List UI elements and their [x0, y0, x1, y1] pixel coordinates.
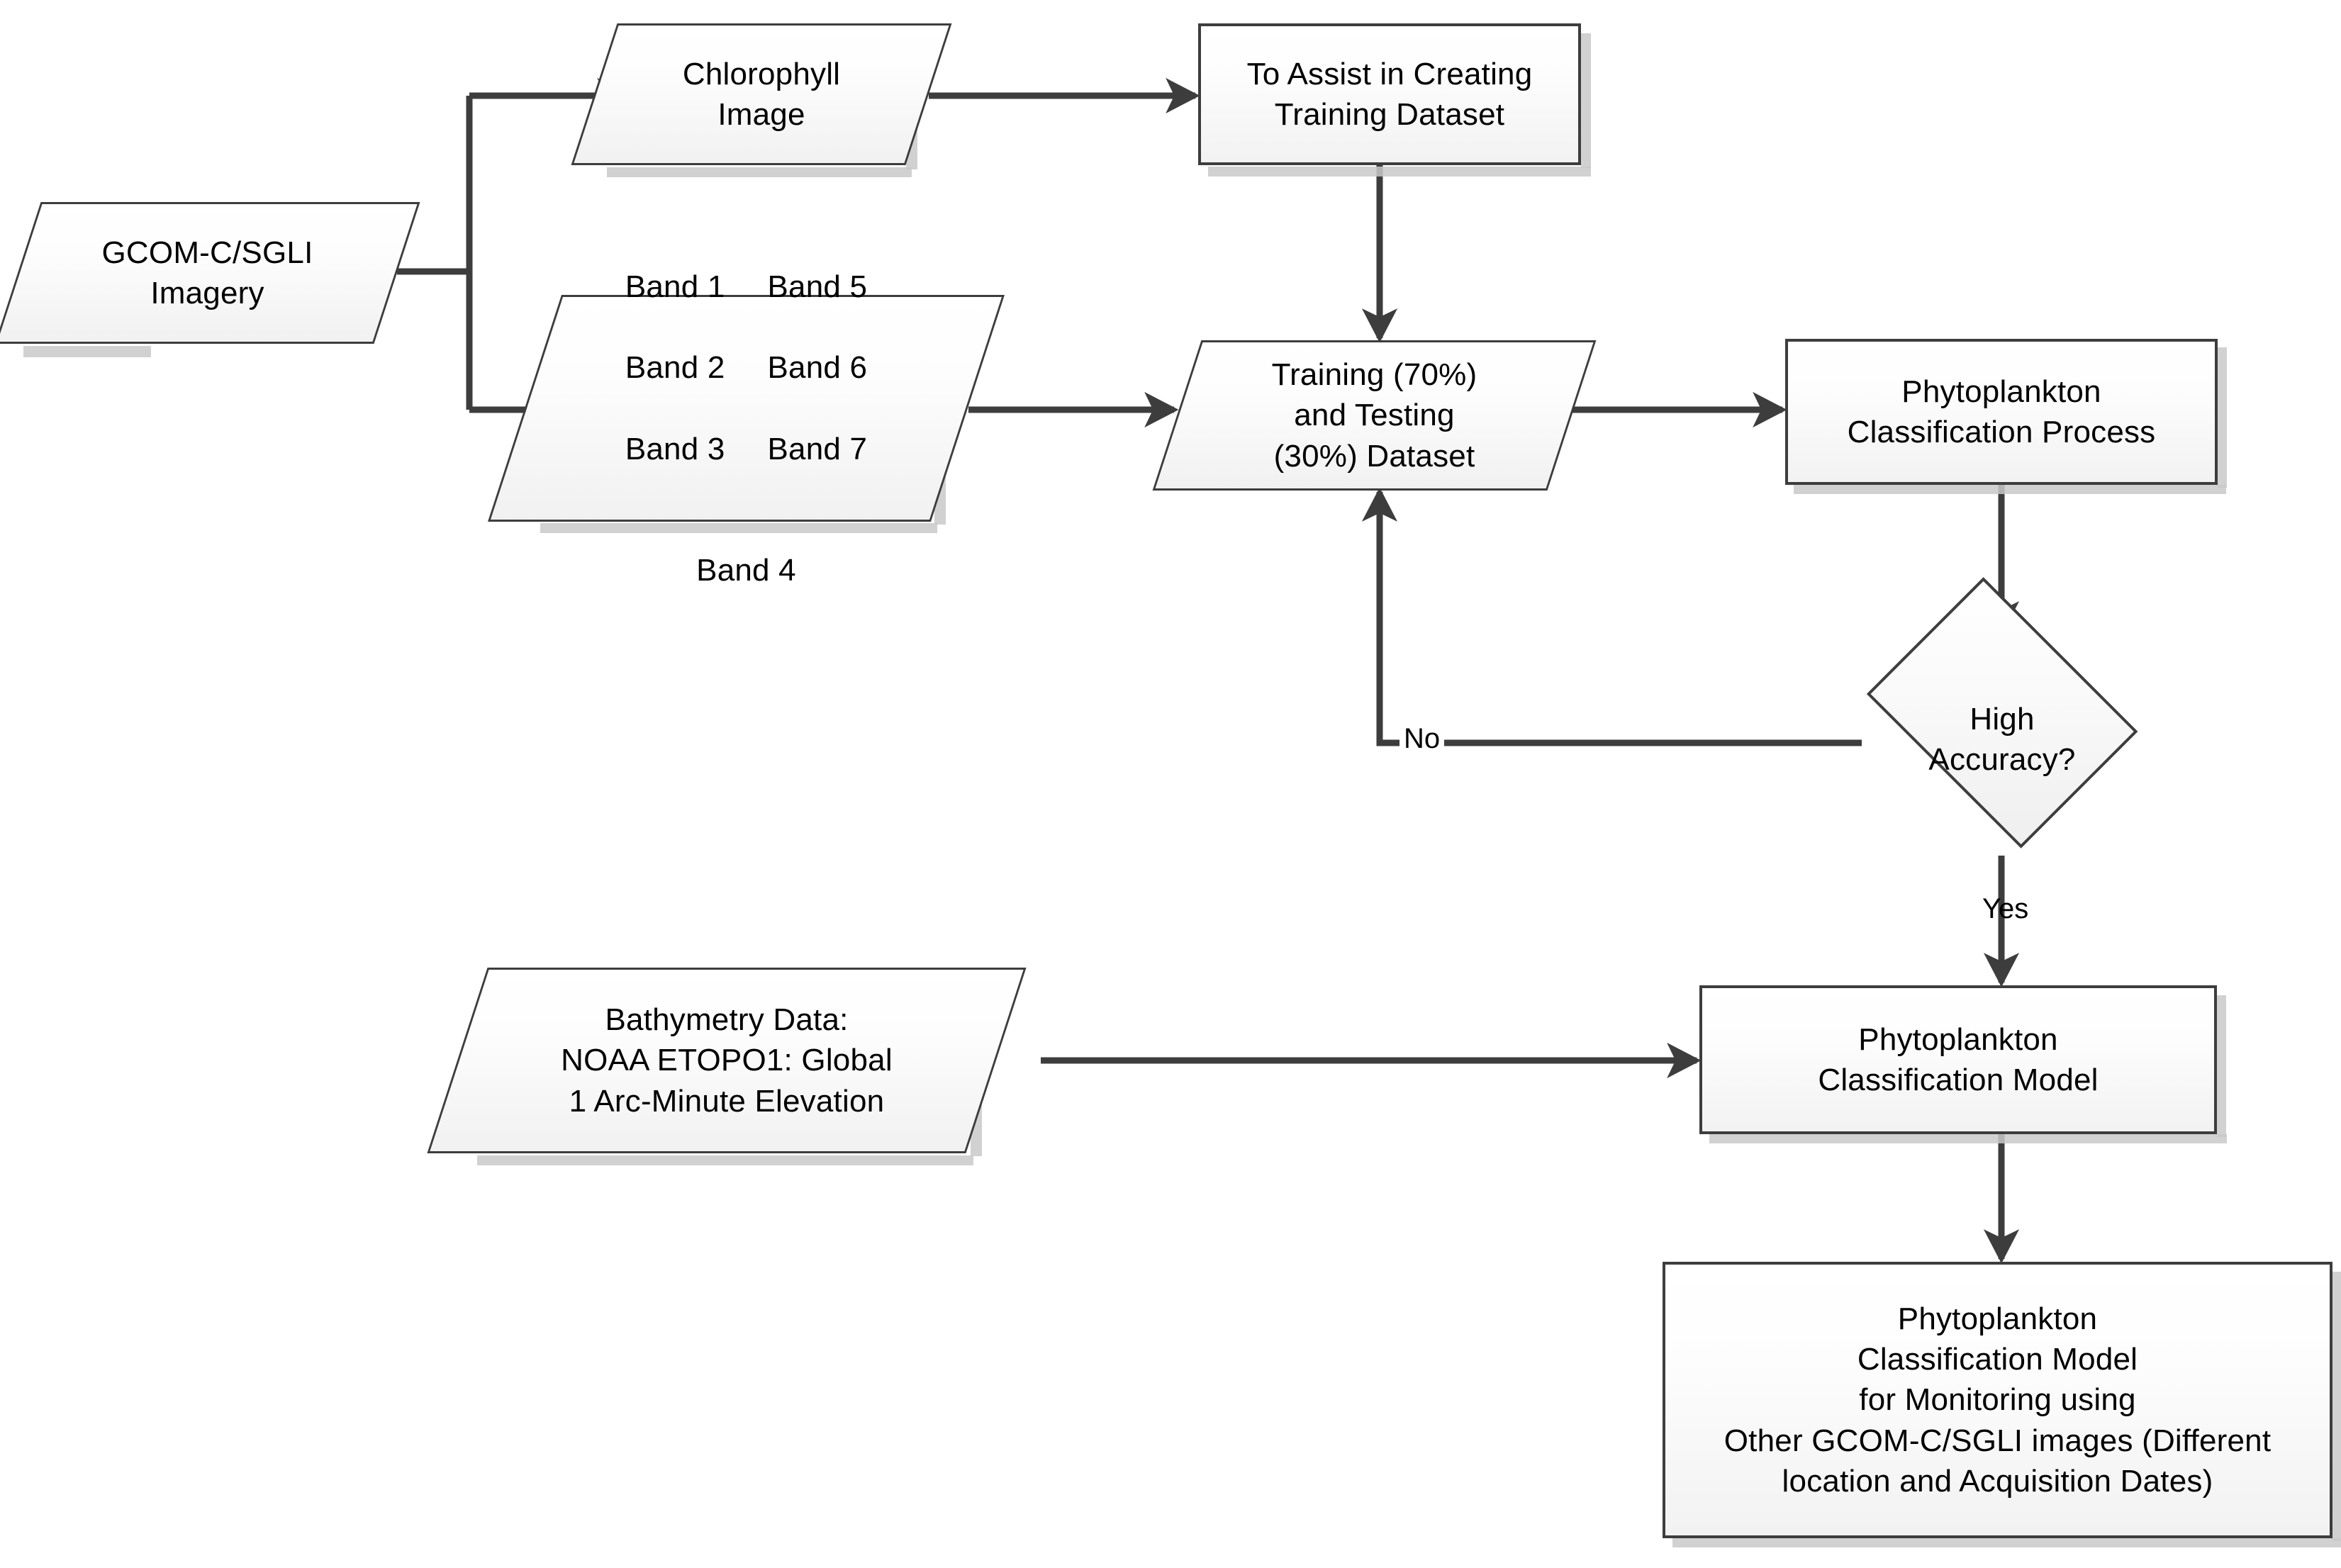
node-assist-training[interactable]: To Assist in Creating Training Dataset: [1198, 23, 1591, 177]
node-high-accuracy[interactable]: High Accuracy?: [1848, 577, 2157, 856]
node-monitoring-model[interactable]: Phytoplankton Classification Model for M…: [1663, 1262, 2341, 1547]
node-bathymetry[interactable]: Bathymetry Data: NOAA ETOPO1: Global 1 A…: [427, 968, 1027, 1165]
band-item: Band 6: [767, 350, 868, 386]
node-classification-model-label: Phytoplankton Classification Model: [1818, 1021, 2099, 1097]
node-classification-model[interactable]: Phytoplankton Classification Model: [1699, 985, 2227, 1143]
node-chlorophyll-image[interactable]: Chlorophyll Image: [571, 23, 952, 177]
band-item-last: Band 4: [696, 553, 796, 588]
edge-label-no: No: [1399, 723, 1445, 755]
node-high-accuracy-label: High Accuracy?: [1928, 701, 2076, 777]
band-item: Band 5: [767, 269, 868, 304]
node-bathymetry-label: Bathymetry Data: NOAA ETOPO1: Global 1 A…: [561, 1002, 893, 1119]
edge-label-yes: Yes: [1982, 893, 2029, 924]
node-assist-training-label: To Assist in Creating Training Dataset: [1246, 56, 1533, 132]
edge-decision-no: [1361, 487, 1862, 746]
node-bands[interactable]: Band 1 Band 2 Band 3 Band 5 Band 6 Band …: [488, 269, 1005, 588]
node-source-imagery-label: GCOM-C/SGLI Imagery: [101, 235, 313, 310]
node-train-test-dataset-label: Training (70%) and Testing (30%) Dataset: [1271, 357, 1477, 474]
node-chlorophyll-image-label: Chlorophyll Image: [682, 56, 841, 132]
node-monitoring-model-label: Phytoplankton Classification Model for M…: [1723, 1301, 2272, 1499]
band-item: Band 1: [625, 269, 725, 304]
band-item: Band 3: [625, 431, 725, 466]
node-source-imagery[interactable]: GCOM-C/SGLI Imagery: [0, 202, 420, 357]
node-classification-process-label: Phytoplankton Classification Process: [1847, 374, 2156, 449]
band-item: Band 7: [767, 431, 868, 466]
node-classification-process[interactable]: Phytoplankton Classification Process: [1785, 339, 2227, 494]
node-bands-label: Band 1 Band 2 Band 3 Band 5 Band 6 Band …: [625, 185, 867, 631]
band-item: Band 2: [625, 350, 725, 386]
node-train-test-dataset[interactable]: Training (70%) and Testing (30%) Dataset: [1152, 340, 1597, 491]
